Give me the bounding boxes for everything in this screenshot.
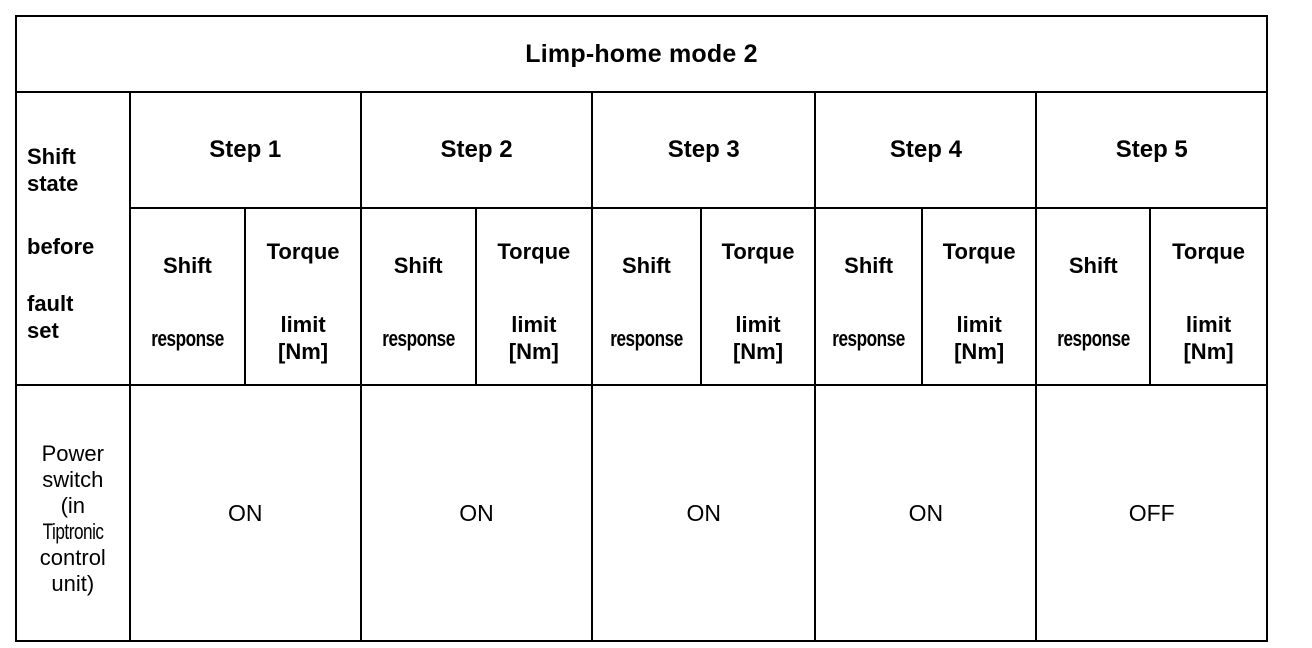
stub-line-state: state	[27, 171, 79, 197]
subheader-torque-3: Torque limit [Nm]	[699, 207, 817, 386]
subheader-shift-3: Shift response	[591, 207, 702, 386]
subheader-shift-top-3: Shift	[622, 252, 671, 278]
row-stub-line-6: unit)	[51, 570, 95, 596]
subheader-shift-top-5: Shift	[1068, 252, 1118, 278]
subheader-torque-top-1: Torque	[266, 239, 340, 265]
step-header-5: Step 5	[1035, 91, 1268, 209]
table-row: Power switch (in Tiptronic control unit)…	[15, 384, 1268, 642]
cell-step2-value: ON	[359, 384, 594, 642]
subheader-shift-1: Shift response	[128, 207, 247, 386]
stub-line-fault: fault	[27, 290, 74, 316]
subheader-shift-2: Shift response	[359, 207, 477, 386]
subheader-torque-mid-2: limit	[511, 312, 557, 338]
cell-step4-value: ON	[814, 384, 1038, 642]
subheader-torque-unit-4: [Nm]	[954, 338, 1005, 364]
subheader-shift-bottom-4: response	[832, 325, 905, 351]
stub-header-cell: Shift state before fault set	[15, 91, 131, 386]
subheader-shift-top-4: Shift	[844, 252, 894, 278]
stub-line-set: set	[27, 317, 59, 343]
subheader-torque-2: Torque limit [Nm]	[474, 207, 594, 386]
row-stub-power-switch: Power switch (in Tiptronic control unit)	[15, 384, 131, 642]
cell-step3-value: ON	[591, 384, 817, 642]
subheader-shift-5: Shift response	[1035, 207, 1152, 386]
subheader-torque-unit-3: [Nm]	[732, 338, 784, 364]
limp-home-mode-table: Limp-home mode 2 Shift state before faul…	[15, 15, 1268, 642]
row-stub-line-4: Tiptronic	[42, 519, 104, 544]
stub-line-before: before	[27, 234, 95, 260]
row-stub-line-3: (in	[60, 493, 86, 519]
row-stub-line-5: control	[39, 544, 106, 570]
subheader-torque-mid-3: limit	[735, 312, 781, 338]
subheader-torque-5: Torque limit [Nm]	[1149, 207, 1268, 386]
row-stub-line-2: switch	[42, 467, 104, 493]
subheader-shift-top-1: Shift	[162, 252, 212, 278]
subheader-shift-bottom-1: response	[151, 325, 224, 351]
cell-step5-value: OFF	[1035, 384, 1268, 642]
subheader-shift-4: Shift response	[814, 207, 923, 386]
step-group-header-row: Shift state before fault set Step 1 Step…	[15, 91, 1268, 386]
step-header-3: Step 3	[591, 91, 817, 209]
subheader-torque-mid-4: limit	[956, 312, 1002, 338]
subheader-torque-unit-5: [Nm]	[1183, 338, 1234, 364]
table-title-row: Limp-home mode 2	[15, 15, 1268, 93]
step-header-1: Step 1	[128, 91, 362, 209]
subheader-torque-top-5: Torque	[1172, 239, 1245, 265]
subheader-torque-unit-1: [Nm]	[278, 338, 329, 364]
step-header-4: Step 4	[814, 91, 1038, 209]
subheader-shift-bottom-2: response	[381, 325, 455, 351]
subheader-torque-mid-1: limit	[280, 312, 326, 338]
stub-line-shift: Shift	[27, 144, 76, 170]
step-header-2: Step 2	[359, 91, 594, 209]
subheader-torque-unit-2: [Nm]	[508, 338, 559, 364]
subheader-shift-bottom-5: response	[1056, 325, 1130, 351]
subheader-torque-top-2: Torque	[497, 239, 571, 265]
subheader-torque-4: Torque limit [Nm]	[920, 207, 1038, 386]
row-stub-line-1: Power	[41, 441, 104, 467]
subheader-shift-bottom-3: response	[610, 325, 683, 351]
subheader-torque-top-3: Torque	[721, 239, 795, 265]
subheader-torque-top-4: Torque	[942, 239, 1016, 265]
subheader-torque-mid-5: limit	[1185, 312, 1232, 338]
sub-header-row: Shift response Torque limit [Nm] Shift r…	[16, 207, 1268, 386]
table-title: Limp-home mode 2	[15, 15, 1268, 93]
subheader-shift-top-2: Shift	[393, 252, 443, 278]
cell-step1-value: ON	[128, 384, 362, 642]
subheader-torque-1: Torque limit [Nm]	[244, 207, 362, 386]
